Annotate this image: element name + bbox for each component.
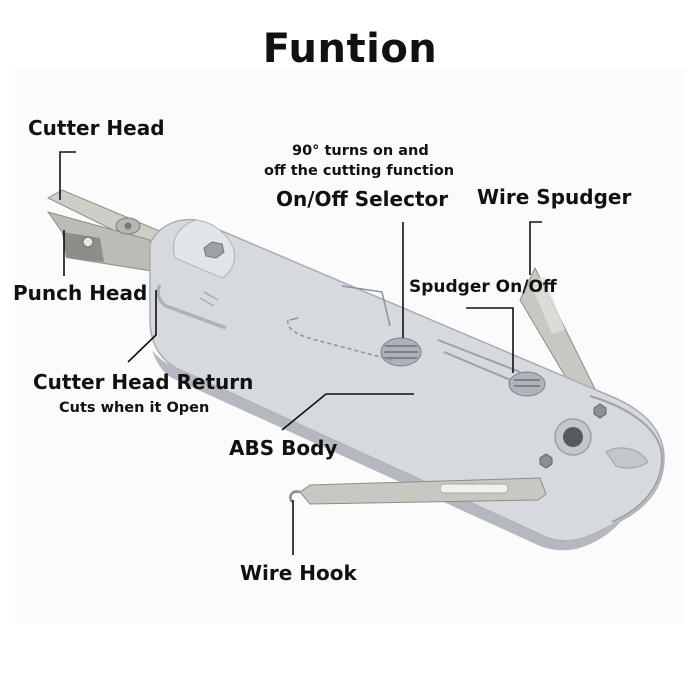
label-wire-hook: Wire Hook	[240, 561, 357, 585]
label-spudger-on-off: Spudger On/Off	[409, 277, 557, 297]
selector-dial	[380, 337, 422, 367]
label-abs-body: ABS Body	[229, 436, 338, 460]
label-cutter-head: Cutter Head	[28, 116, 165, 140]
label-wire-spudger: Wire Spudger	[477, 185, 632, 209]
spudger-slider	[437, 339, 546, 397]
abs-body	[149, 218, 665, 551]
page-title: Funtion	[262, 26, 438, 72]
cutter-punch-head	[46, 189, 163, 273]
label-cutter-head-return-note: Cuts when it Open	[59, 400, 210, 416]
label-punch-head: Punch Head	[13, 281, 148, 305]
label-cutter-head-return: Cutter Head Return	[33, 370, 254, 394]
label-selector-note-2: off the cutting function	[264, 163, 455, 179]
return-spring	[156, 284, 227, 330]
label-on-off-selector: On/Off Selector	[276, 187, 449, 211]
callout-lines	[59, 151, 542, 555]
wire-hook-blade	[289, 477, 547, 505]
label-selector-note-1: 90° turns on and	[292, 143, 429, 159]
